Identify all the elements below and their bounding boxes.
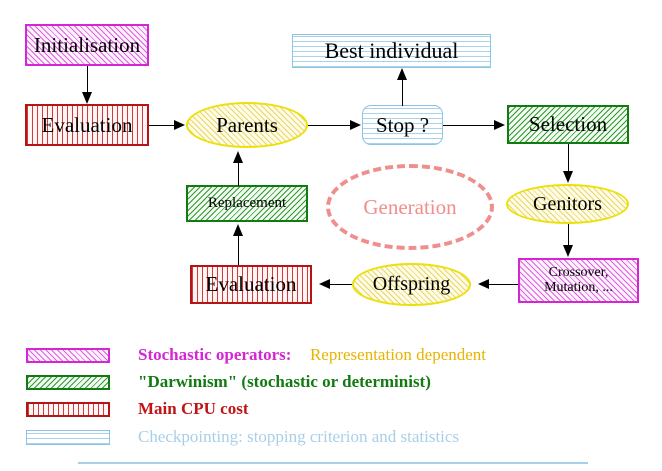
- node-initialisation-label: Initialisation: [33, 32, 141, 57]
- legend-swatch-blue-horizontal-hatch: [26, 430, 110, 445]
- edge-stop-to-best-arrow: [397, 68, 407, 80]
- node-replacement[interactable]: Replacement: [186, 185, 308, 222]
- edge-crossover-to-offspring-arrow: [478, 279, 489, 289]
- legend-swatch-red-vertical-hatch: [26, 402, 110, 417]
- edge-parents-to-stop: [308, 125, 351, 126]
- legend-swatch-magenta-diagonal-hatch: [26, 348, 110, 363]
- edge-eval-to-replacement: [238, 235, 239, 265]
- edge-genitors-to-crossover: [568, 224, 569, 246]
- node-genitors[interactable]: Genitors: [506, 184, 629, 224]
- edge-offspring-to-eval: [330, 284, 352, 285]
- node-best-individual[interactable]: Best individual: [292, 34, 491, 68]
- node-crossover-mutation-label: Crossover, Mutation, ...: [544, 264, 613, 295]
- node-evaluation-bottom-label: Evaluation: [205, 272, 297, 297]
- edge-stop-to-selection: [443, 125, 495, 126]
- node-offspring-label: Offspring: [372, 273, 451, 295]
- edge-parents-to-stop-arrow: [350, 120, 361, 130]
- node-parents[interactable]: Parents: [186, 102, 308, 148]
- legend-label-checkpointing: Checkpointing: stopping criterion and st…: [138, 427, 460, 446]
- edge-selection-to-genitors: [568, 144, 569, 172]
- edge-replacement-to-parents: [238, 163, 239, 186]
- node-evaluation-top[interactable]: Evaluation: [25, 104, 149, 146]
- edge-init-to-eval-arrow: [82, 92, 92, 104]
- node-generation-label: Generation: [363, 194, 457, 219]
- edge-init-to-eval: [87, 66, 88, 93]
- legend-row-checkpointing: Checkpointing: stopping criterion and st…: [26, 427, 646, 450]
- node-replacement-label: Replacement: [207, 194, 287, 211]
- node-evaluation-top-label: Evaluation: [41, 112, 133, 137]
- edge-genitors-to-crossover-arrow: [563, 245, 573, 257]
- edge-selection-to-genitors-arrow: [563, 171, 573, 183]
- node-stop-label: Stop ?: [375, 112, 430, 137]
- bottom-divider: [78, 462, 588, 464]
- legend-label-representation-dependent: Representation dependent: [309, 345, 487, 364]
- legend-label-darwinism: "Darwinism" (stochastic or determinist): [138, 372, 431, 391]
- legend-row-cpu-cost: Main CPU cost: [26, 399, 646, 422]
- node-generation: Generation: [326, 164, 494, 250]
- legend-label-main-cpu-cost: Main CPU cost: [138, 399, 249, 418]
- node-offspring[interactable]: Offspring: [352, 263, 471, 306]
- edge-stop-to-best: [402, 80, 403, 106]
- legend: Stochastic operators: Representation dep…: [0, 338, 662, 456]
- edge-eval-to-replacement-arrow: [233, 224, 243, 236]
- edge-replacement-to-parents-arrow: [233, 151, 243, 163]
- node-stop[interactable]: Stop ?: [362, 105, 443, 145]
- edge-crossover-to-offspring: [489, 284, 518, 285]
- edge-eval-to-parents-arrow: [174, 120, 185, 130]
- node-selection-label: Selection: [528, 112, 608, 137]
- legend-row-darwinism: "Darwinism" (stochastic or determinist): [26, 372, 646, 395]
- node-genitors-label: Genitors: [533, 192, 602, 215]
- node-initialisation[interactable]: Initialisation: [25, 24, 149, 66]
- node-selection[interactable]: Selection: [507, 105, 629, 144]
- node-best-individual-label: Best individual: [324, 38, 459, 64]
- legend-label-stochastic-operators: Stochastic operators:: [138, 345, 292, 364]
- legend-swatch-green-diagonal-hatch: [26, 375, 110, 390]
- node-evaluation-bottom[interactable]: Evaluation: [190, 265, 312, 304]
- legend-label-group: Stochastic operators: Representation dep…: [138, 345, 486, 365]
- legend-row-stochastic: Stochastic operators: Representation dep…: [26, 345, 646, 368]
- node-crossover-mutation[interactable]: Crossover, Mutation, ...: [518, 258, 639, 303]
- edge-offspring-to-eval-arrow: [319, 279, 330, 289]
- edge-stop-to-selection-arrow: [494, 120, 505, 130]
- edge-eval-to-parents: [149, 125, 175, 126]
- node-parents-label: Parents: [216, 112, 278, 137]
